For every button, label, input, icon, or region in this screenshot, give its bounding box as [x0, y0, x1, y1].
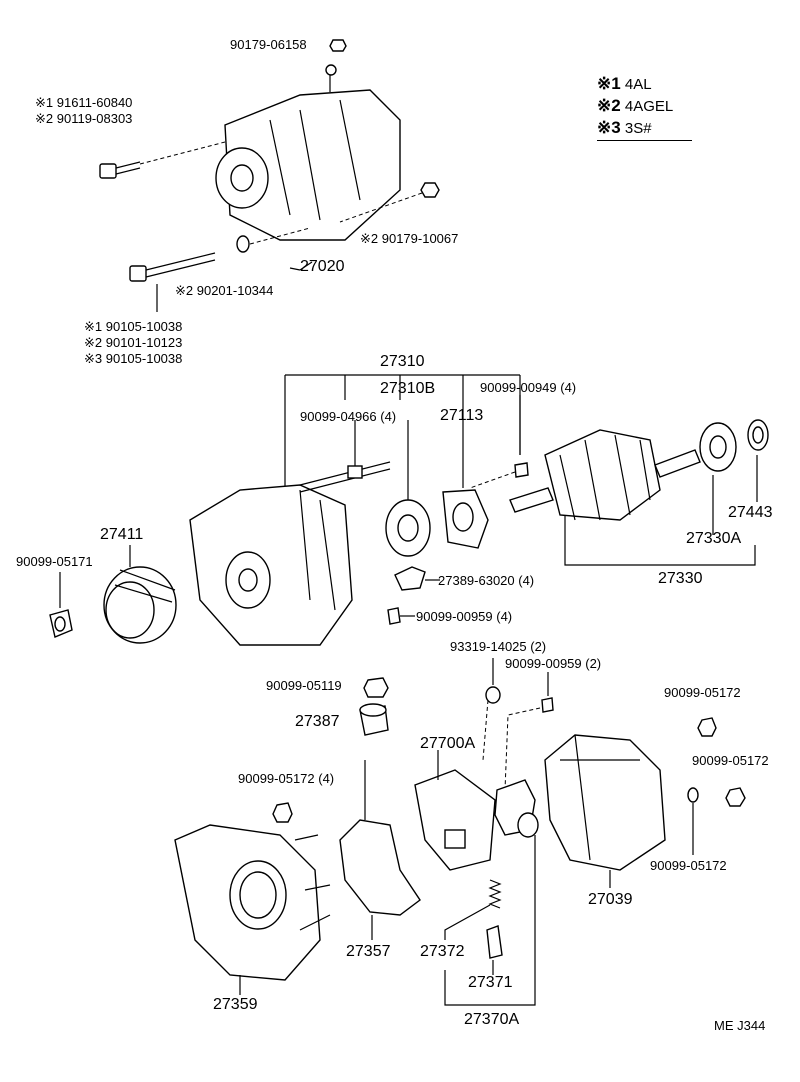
- bearing-27310B: [385, 499, 431, 557]
- label-27310: 27310: [380, 353, 425, 370]
- screw-90099-00959: [387, 607, 401, 625]
- nut-90099-05172-c: [725, 787, 746, 807]
- label-90105-10038-a: ※1 90105-10038: [84, 319, 183, 334]
- label-90099-05119: 90099-05119: [266, 678, 342, 693]
- label-27357: 27357: [346, 943, 391, 960]
- label-90099-05172-b: 90099-05172: [692, 753, 769, 768]
- long-bolt: [129, 252, 216, 282]
- label-93319-14025: 93319-14025 (2): [450, 639, 547, 654]
- bracket-27310-drops: [284, 375, 521, 490]
- rear-end-frame-27359: [174, 824, 331, 981]
- label-27387: 27387: [295, 713, 340, 730]
- legend-item-3: ※3 3S#: [597, 118, 692, 141]
- nut-90099-05171: [49, 609, 73, 638]
- alternator-assembly-drawing: [215, 64, 401, 241]
- washer-90201-10344: [236, 227, 311, 253]
- bracket-27370A: [444, 835, 536, 1006]
- label-27330A: 27330A: [686, 530, 742, 547]
- screw-90099-00949: [469, 462, 529, 489]
- legend-mark: ※3: [597, 118, 621, 137]
- label-90179-06158: 90179-06158: [230, 37, 307, 52]
- nut-90099-05119: [363, 677, 389, 698]
- label-90099-00949: 90099-00949 (4): [480, 380, 577, 395]
- screw-90099-00959-2: [541, 697, 554, 713]
- label-27370A: 27370A: [464, 1011, 520, 1028]
- label-27113: 27113: [440, 407, 484, 424]
- label-27411: 27411: [100, 526, 144, 543]
- label-27310B: 27310B: [380, 380, 436, 397]
- stud-bolt-90099-04966: [299, 461, 391, 493]
- legend-text: 3S#: [624, 120, 652, 137]
- label-27389-63020: 27389-63020 (4): [438, 573, 535, 588]
- legend-mark: ※1: [597, 74, 621, 93]
- label-27020: 27020: [300, 258, 345, 275]
- label-90099-04966: 90099-04966 (4): [300, 409, 397, 424]
- label-27700A: 27700A: [420, 735, 476, 752]
- leader-bearings: [712, 455, 758, 535]
- dashed-guides: [482, 699, 541, 791]
- bearing-27330A: [699, 422, 737, 472]
- regulator-27700A: [414, 769, 496, 871]
- label-91611-60840: ※1 91611-60840: [35, 95, 133, 110]
- legend-text: 4AL: [624, 76, 652, 93]
- terminal-insulator-27387: [359, 703, 389, 736]
- washer-93319-14025: [485, 686, 501, 704]
- label-90105-10038-b: ※3 90105-10038: [84, 351, 183, 366]
- label-90099-05172-a: 90099-05172: [664, 685, 741, 700]
- label-27443: 27443: [728, 504, 773, 521]
- pulley-27411: [103, 566, 177, 644]
- legend-text: 4AGEL: [624, 98, 674, 115]
- insulator-27389: [394, 566, 426, 591]
- rectifier-27357: [339, 760, 421, 916]
- nut-90099-05172-4: [272, 802, 293, 823]
- through-bolt-top: [99, 141, 226, 179]
- label-27359: 27359: [213, 996, 258, 1013]
- label-90101-10123: ※2 90101-10123: [84, 335, 183, 350]
- legend-mark: ※2: [597, 96, 621, 115]
- label-90119-08303: ※2 90119-08303: [35, 111, 133, 126]
- diagram-code: ME J344: [714, 1018, 766, 1033]
- label-27330: 27330: [658, 570, 703, 587]
- rotor-drawing: [509, 429, 701, 521]
- bracket-27330: [564, 515, 756, 566]
- label-90099-00959-4: 90099-00959 (4): [416, 609, 513, 624]
- drive-end-frame-drawing: [189, 484, 353, 646]
- brush-27371: [486, 925, 503, 959]
- spring-27372: [488, 879, 502, 909]
- label-90099-05171: 90099-05171: [16, 554, 93, 569]
- label-90201-10344: ※2 90201-10344: [175, 283, 274, 298]
- bolt-90179-06158: [329, 39, 347, 52]
- nut-90099-05172-a: [697, 717, 717, 737]
- retainer-27113: [442, 489, 489, 549]
- label-27372: 27372: [420, 943, 465, 960]
- label-90099-05172-4: 90099-05172 (4): [238, 771, 335, 786]
- leader-27020: [289, 261, 313, 271]
- leader-27372: [444, 904, 491, 940]
- cover-27443: [747, 419, 769, 451]
- label-27039: 27039: [588, 891, 633, 908]
- label-90099-00959-2: 90099-00959 (2): [505, 656, 602, 671]
- label-90099-05172-c: 90099-05172: [650, 858, 727, 873]
- legend-item-2: ※2 4AGEL: [597, 96, 673, 116]
- washer-90099-05172-b: [687, 787, 699, 855]
- nut-90179-10067: [339, 182, 440, 223]
- label-90179-10067: ※2 90179-10067: [360, 231, 459, 246]
- legend-item-1: ※1 4AL: [597, 74, 652, 94]
- cover-27039: [544, 734, 666, 871]
- brush-holder-drawing: [494, 779, 539, 838]
- label-27371: 27371: [468, 974, 513, 991]
